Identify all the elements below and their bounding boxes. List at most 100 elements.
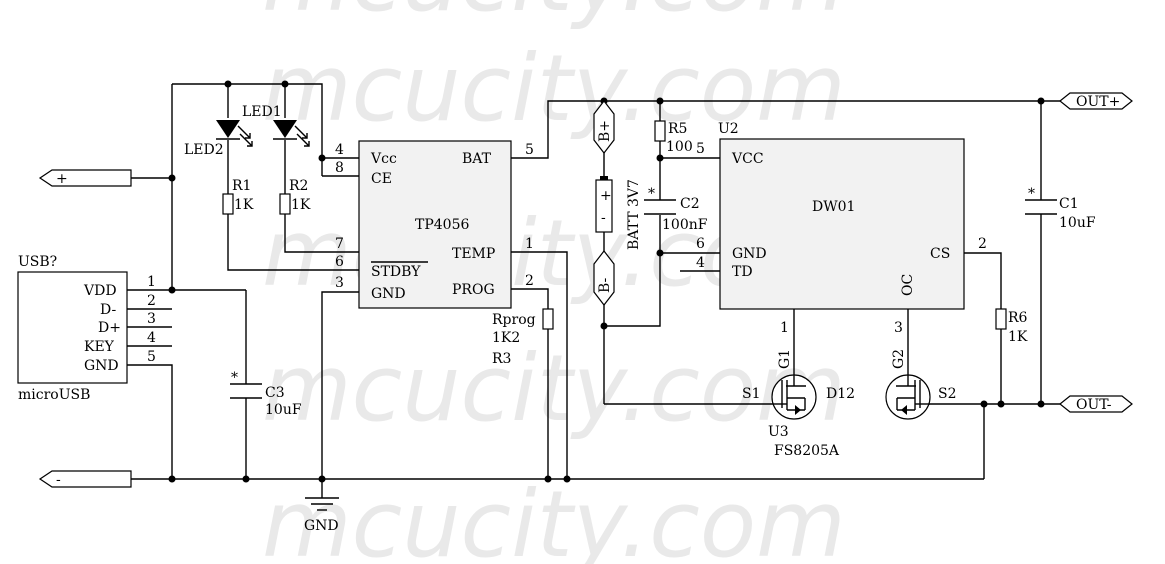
tp4056-name: TP4056 — [415, 217, 469, 233]
dw01-pin-num: 5 — [696, 141, 705, 157]
usb-pin-name: VDD — [83, 283, 117, 299]
usb-pin-name: KEY — [84, 339, 115, 355]
r6-ref: R6 — [1008, 310, 1028, 326]
dw01-pin-num: 1 — [780, 320, 789, 336]
usb-connector: USB? microUSB VDD D- D+ KEY GND 1 2 3 4 … — [17, 254, 156, 403]
mosfet-q1: G1 S1 — [742, 349, 817, 420]
c3-value: 10uF — [265, 402, 302, 418]
r6-value: 1K — [1008, 329, 1028, 345]
battery-name: BATT 3V7 — [626, 179, 642, 250]
r2-value: 1K — [291, 197, 311, 213]
tp4056-pin-name: Vcc — [370, 151, 397, 167]
battery-b-plus-label: B+ — [597, 120, 613, 142]
c1-value: 10uF — [1059, 215, 1096, 231]
tp4056-pin-num: 3 — [335, 275, 344, 291]
capacitor-c2: * C2 100nF — [644, 186, 708, 233]
port-out-plus-label: OUT+ — [1076, 94, 1120, 110]
capacitor-c3: * C3 10uF — [230, 370, 302, 418]
capacitor-c1: * C1 10uF — [1025, 186, 1096, 231]
dw01-pin-name: GND — [732, 246, 767, 262]
usb-pin-num: 4 — [147, 330, 156, 346]
resistor-r3: Rprog 1K2 R3 — [492, 308, 554, 367]
dw01-ref: U2 — [718, 121, 739, 137]
port-minus[interactable]: - — [38, 470, 132, 488]
battery-b-plus-terminal: B+ — [593, 100, 615, 154]
r1-value: 1K — [234, 197, 254, 213]
mosfet-ref: U3 — [768, 424, 789, 440]
led2-label: LED2 — [184, 142, 224, 158]
resistor-r6: R6 1K — [995, 308, 1028, 345]
mosfet-labels: D12 U3 FS8205A — [768, 386, 855, 459]
port-out-minus-label: OUT- — [1076, 397, 1112, 413]
battery-cell-plus: + — [600, 188, 612, 204]
r5-ref: R5 — [668, 121, 687, 137]
usb-pin-num: 3 — [147, 311, 156, 327]
port-plus-label: + — [56, 171, 68, 187]
resistor-r5: R5 100 — [654, 120, 693, 155]
c2-value: 100nF — [662, 217, 708, 233]
watermark-upper: mcucity.com — [262, 35, 846, 142]
r3-value: 1K2 — [492, 330, 520, 346]
usb-pin-name: D+ — [98, 320, 121, 336]
dw01-pin-name: OC — [900, 274, 916, 296]
dw01-chip: U2 DW01 VCC GND TD CS OC 5 6 4 2 1 3 — [696, 121, 987, 336]
usb-pin-name: GND — [84, 358, 119, 374]
dw01-name: DW01 — [812, 199, 855, 215]
mosfet-d-label: D12 — [826, 386, 855, 402]
mosfet-g1-label: G1 — [777, 349, 793, 369]
tp4056-pin-name: BAT — [462, 151, 492, 167]
led1-symbol: LED1 — [242, 104, 310, 147]
c1-ref: C1 — [1059, 196, 1079, 212]
resistor-r1: R1 1K — [222, 178, 254, 215]
c2-polarity: * — [648, 186, 655, 202]
tp4056-pin-num: 8 — [335, 160, 344, 176]
usb-pin-num: 5 — [147, 349, 156, 365]
usb-pin-num: 1 — [147, 274, 156, 290]
port-out-minus[interactable]: OUT- — [1059, 395, 1133, 413]
led1-label: LED1 — [242, 104, 282, 120]
battery-cell-minus: - — [601, 210, 606, 226]
tp4056-pin-name: PROG — [452, 282, 495, 298]
usb-name: microUSB — [18, 387, 90, 403]
tp4056-pin-name: TEMP — [452, 246, 495, 262]
mosfet-g2-label: G2 — [891, 349, 907, 369]
tp4056-pin-num: 6 — [335, 254, 344, 270]
watermark-top: mcucity.com — [262, 0, 846, 32]
port-out-plus[interactable]: OUT+ — [1059, 92, 1133, 110]
battery-b-minus-label: B- — [597, 277, 613, 293]
watermark-lower: mcucity.com — [262, 335, 846, 442]
r1-ref: R1 — [232, 178, 251, 194]
mosfet-q2: G2 S2 — [885, 349, 957, 420]
dw01-pin-num: 3 — [894, 320, 903, 336]
dw01-pin-name: TD — [732, 264, 753, 280]
r5-value: 100 — [666, 139, 693, 155]
r3-ref: R3 — [492, 351, 511, 367]
port-plus[interactable]: + — [38, 169, 132, 187]
watermark-bottom: mcucity.com — [262, 471, 846, 564]
tp4056-pin-name: STDBY — [371, 264, 421, 280]
tp4056-pin-name: GND — [371, 286, 406, 302]
c2-ref: C2 — [680, 196, 700, 212]
dw01-pin-num: 2 — [978, 236, 987, 252]
c1-polarity: * — [1028, 186, 1035, 202]
resistor-r2: R2 1K — [279, 178, 311, 215]
tp4056-pin-num: 5 — [525, 142, 534, 158]
led2-symbol: LED2 — [184, 120, 253, 158]
dw01-pin-num: 6 — [696, 236, 705, 252]
junctions — [168, 80, 1045, 483]
port-minus-label: - — [56, 472, 61, 488]
r2-ref: R2 — [289, 178, 308, 194]
mosfet-s1-label: S1 — [742, 386, 761, 402]
dw01-pin-num: 4 — [696, 255, 705, 271]
ground-label: GND — [304, 518, 339, 534]
usb-pin-num: 2 — [147, 293, 156, 309]
mosfet-name: FS8205A — [774, 443, 840, 459]
battery-b-minus-terminal: B- — [593, 250, 615, 306]
tp4056-pin-num: 4 — [335, 142, 344, 158]
tp4056-pin-num: 7 — [335, 236, 344, 252]
mosfet-s2-label: S2 — [938, 386, 957, 402]
dw01-pin-name: CS — [930, 246, 950, 262]
c3-polarity: * — [231, 370, 238, 386]
r3-name: Rprog — [492, 312, 536, 328]
usb-pin-name: D- — [100, 302, 116, 318]
